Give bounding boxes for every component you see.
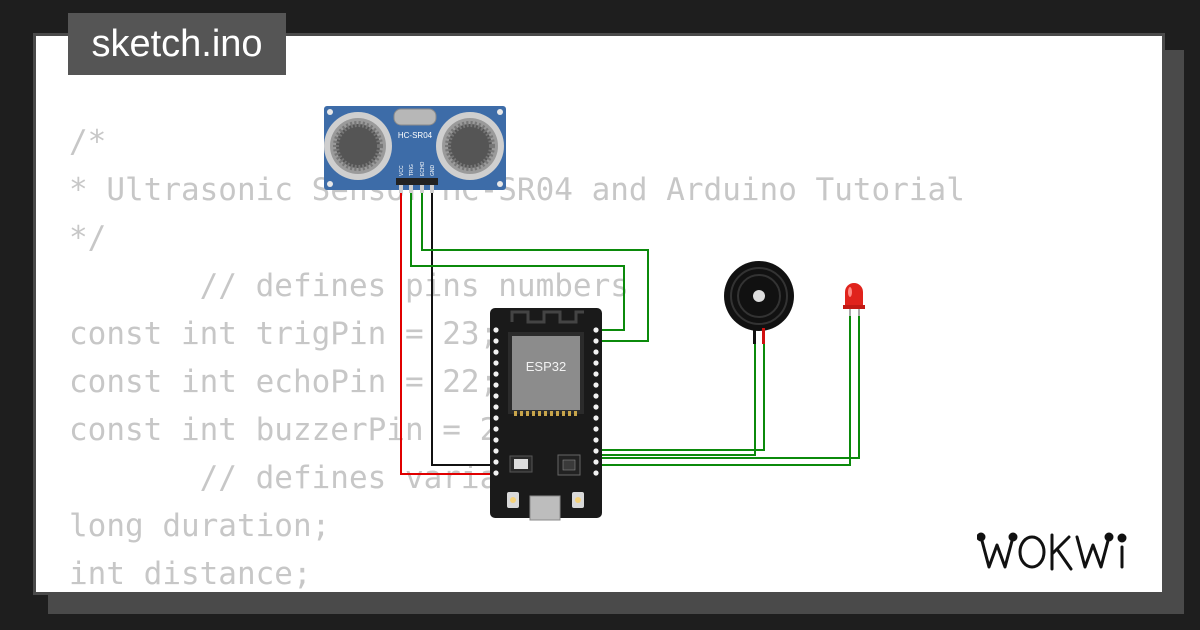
buzzer-pin-positive [762, 328, 765, 344]
trig-wire [410, 190, 625, 331]
buzzer-wire-2 [596, 330, 765, 451]
transducer-right [436, 112, 504, 180]
right-pin-header [593, 327, 599, 476]
transducer-left [324, 112, 392, 180]
buzzer-wire-1 [596, 330, 756, 456]
usb-connector [529, 495, 561, 521]
code-line: const int echoPin = 22; [69, 364, 499, 400]
ultrasonic-sensor[interactable]: HC-SR04 VCC TRIG ECHO GND [324, 106, 506, 193]
buzzer[interactable] [724, 261, 794, 344]
led-wire-2 [596, 315, 860, 459]
gnd-wire [431, 190, 498, 466]
pin-label-echo: ECHO [420, 161, 426, 176]
code-line: // defines pins numbers [69, 268, 629, 304]
left-pin-header [493, 327, 499, 476]
pin-header [396, 178, 438, 185]
pin-label-trig: TRIG [409, 164, 415, 176]
pin-label-gnd: GND [430, 165, 436, 177]
code-line: long duration; [69, 508, 331, 544]
code-line: /* [69, 124, 107, 160]
esp32-board[interactable]: ESP32 [490, 308, 602, 521]
shield-can [512, 336, 580, 410]
vcc-wire [400, 190, 498, 475]
led-wire-1 [596, 315, 851, 466]
code-line: */ [69, 220, 107, 256]
esp32-label: ESP32 [526, 359, 566, 374]
crystal [393, 108, 437, 126]
file-tab[interactable]: sketch.ino [68, 13, 286, 75]
wokwi-logo [977, 532, 1127, 571]
red-led[interactable] [843, 283, 865, 316]
code-line: int distance; [69, 556, 312, 592]
sensor-label: HC-SR04 [398, 131, 433, 140]
code-line: const int trigPin = 23; [69, 316, 499, 352]
buzzer-pin-negative [753, 328, 756, 344]
echo-wire [421, 190, 649, 342]
pin-label-vcc: VCC [399, 165, 405, 176]
